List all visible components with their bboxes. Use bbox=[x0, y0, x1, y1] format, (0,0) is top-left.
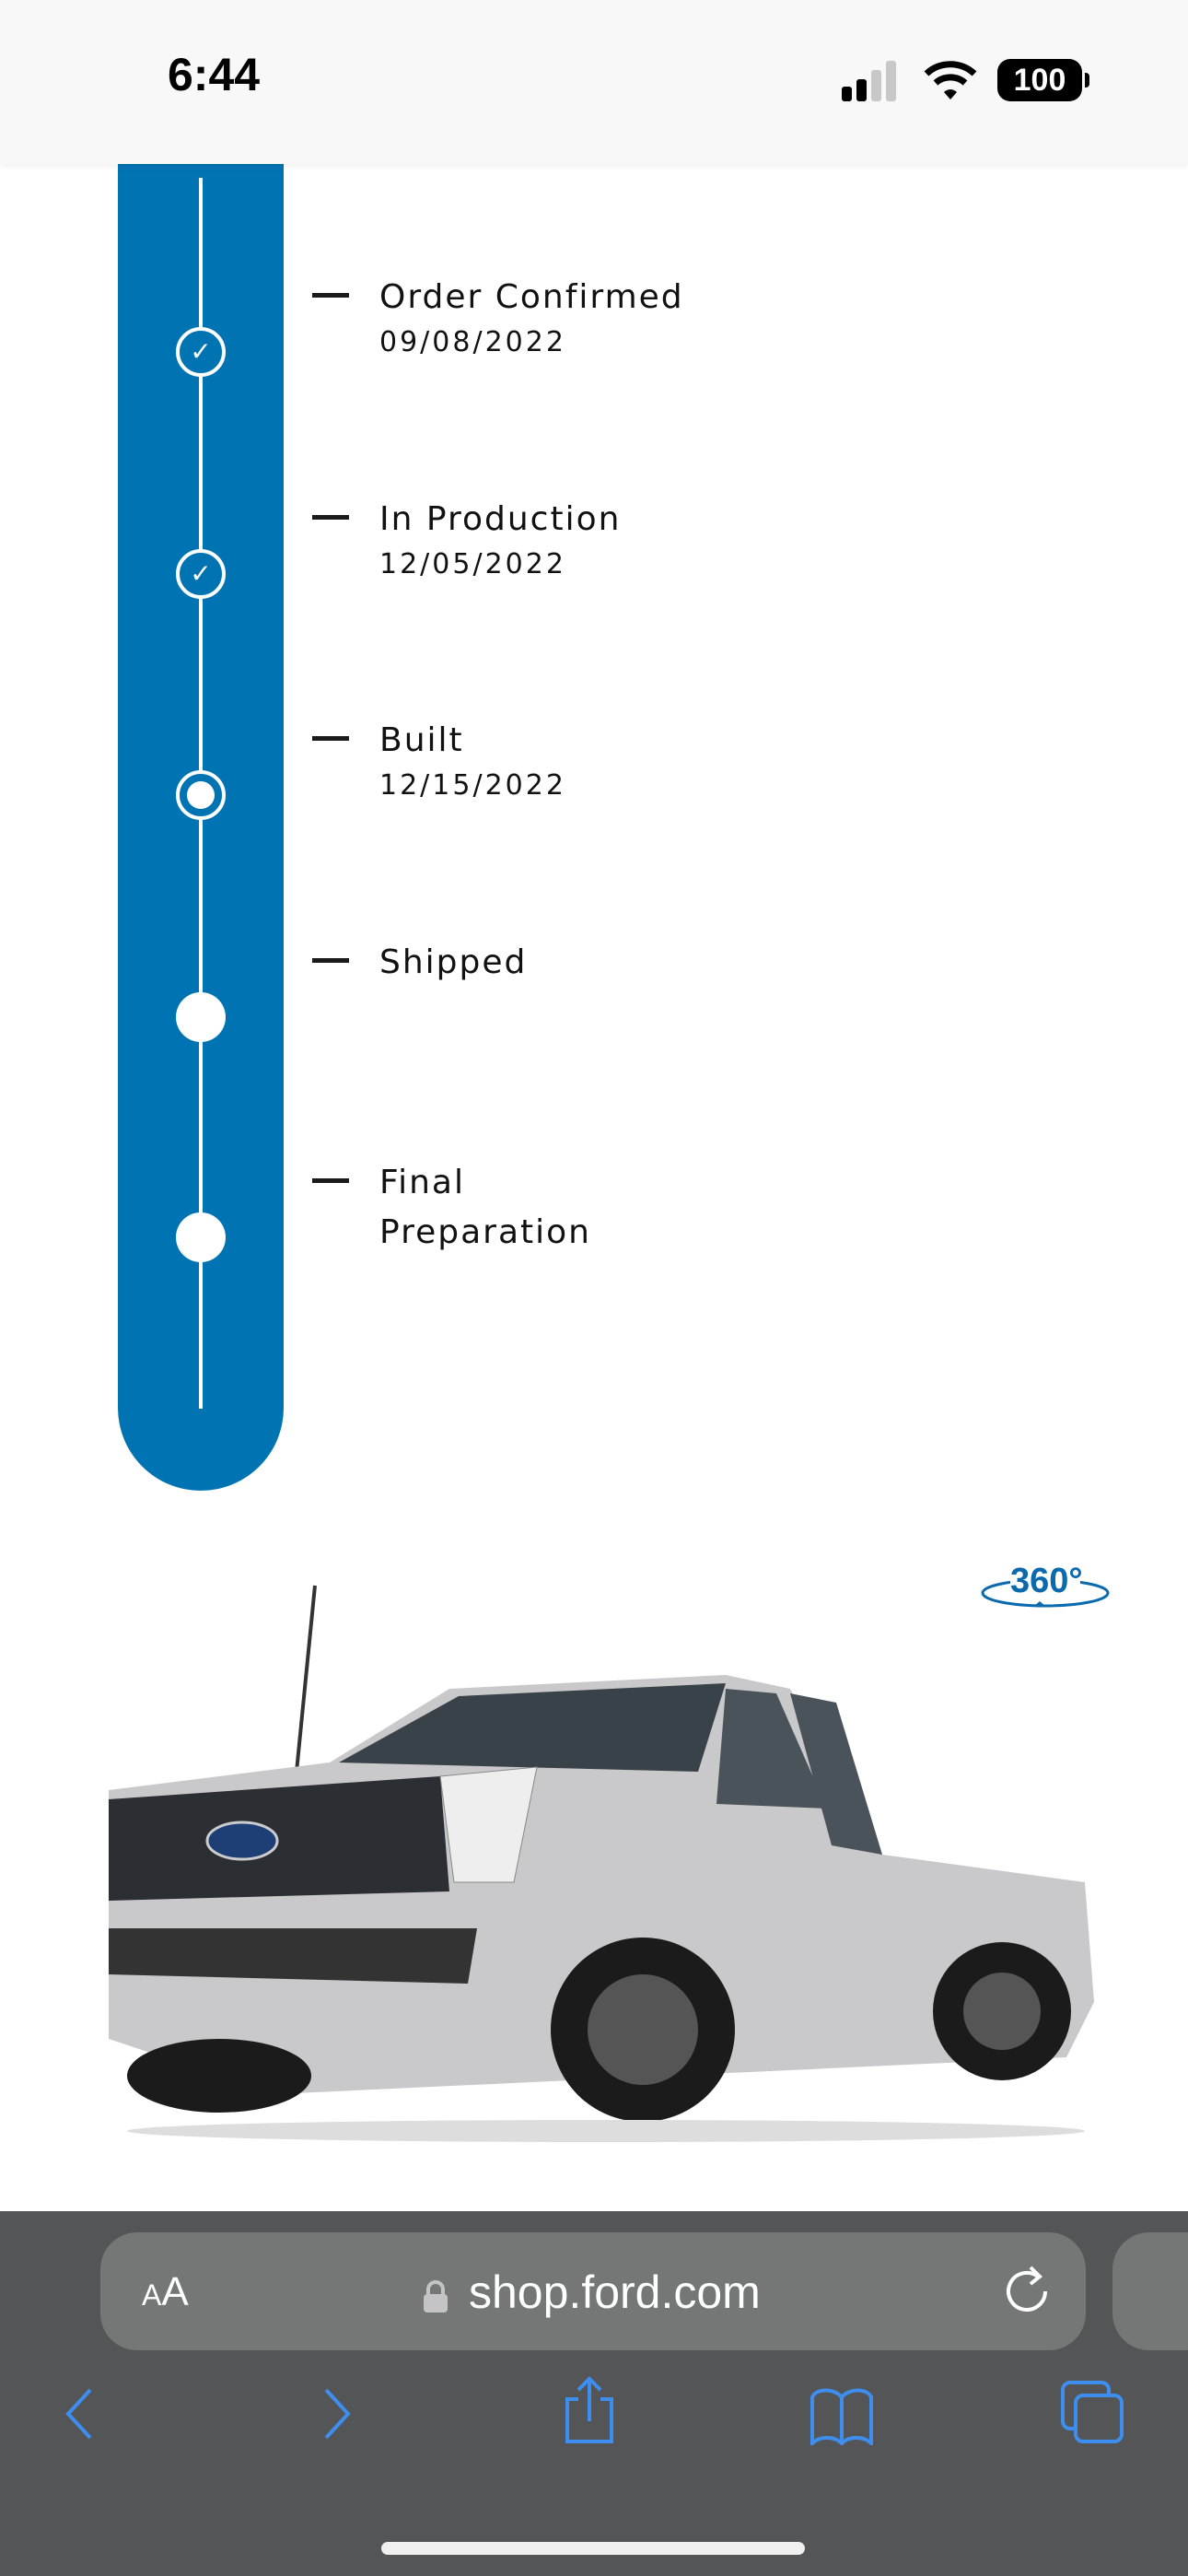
text-size-button[interactable]: AA bbox=[142, 2269, 189, 2314]
next-tab-preview[interactable] bbox=[1112, 2232, 1188, 2350]
step-pending-icon bbox=[176, 1212, 226, 1262]
signal-icon bbox=[842, 61, 896, 101]
tabs-icon[interactable] bbox=[1059, 2379, 1125, 2445]
dash bbox=[312, 293, 349, 298]
back-icon[interactable] bbox=[61, 2386, 98, 2441]
view-360-button[interactable]: 360° bbox=[979, 1562, 1112, 1617]
step-pending-icon bbox=[176, 992, 226, 1042]
dash bbox=[312, 1178, 349, 1183]
share-icon[interactable] bbox=[562, 2375, 617, 2445]
browser-bottom-bar: AA shop.ford.com bbox=[0, 2211, 1188, 2576]
dash bbox=[312, 736, 349, 741]
step-title: Built bbox=[379, 721, 464, 759]
rotate-360-icon bbox=[981, 1565, 1110, 1608]
lock-icon bbox=[424, 2280, 448, 2313]
battery-indicator: 100 bbox=[997, 59, 1089, 101]
step-title: Final Preparation bbox=[379, 1164, 591, 1251]
clock: 6:44 bbox=[168, 49, 261, 100]
step-complete-icon: ✓ bbox=[176, 549, 226, 599]
step-date: 12/15/2022 bbox=[379, 769, 566, 802]
status-bar: 6:44 100 bbox=[0, 0, 1188, 164]
step-complete-icon: ✓ bbox=[176, 327, 226, 377]
step-date: 09/08/2022 bbox=[379, 326, 566, 358]
reload-icon[interactable] bbox=[1003, 2264, 1058, 2319]
dash bbox=[312, 958, 349, 963]
wifi-icon bbox=[924, 61, 977, 100]
step-current-icon bbox=[176, 770, 226, 820]
address-bar[interactable]: AA shop.ford.com bbox=[100, 2232, 1086, 2350]
forward-icon[interactable] bbox=[319, 2386, 355, 2441]
url-text[interactable]: shop.ford.com bbox=[469, 2266, 761, 2318]
step-date: 12/05/2022 bbox=[379, 548, 566, 580]
step-title: Shipped bbox=[379, 943, 528, 981]
home-indicator[interactable] bbox=[381, 2542, 805, 2555]
step-title: In Production bbox=[379, 500, 622, 538]
vehicle-image bbox=[109, 1585, 1094, 2142]
view-360-label: 360° bbox=[1010, 1562, 1083, 1600]
dash bbox=[312, 515, 349, 520]
step-title: Order Confirmed bbox=[379, 278, 684, 316]
bookmarks-icon[interactable] bbox=[809, 2386, 875, 2445]
